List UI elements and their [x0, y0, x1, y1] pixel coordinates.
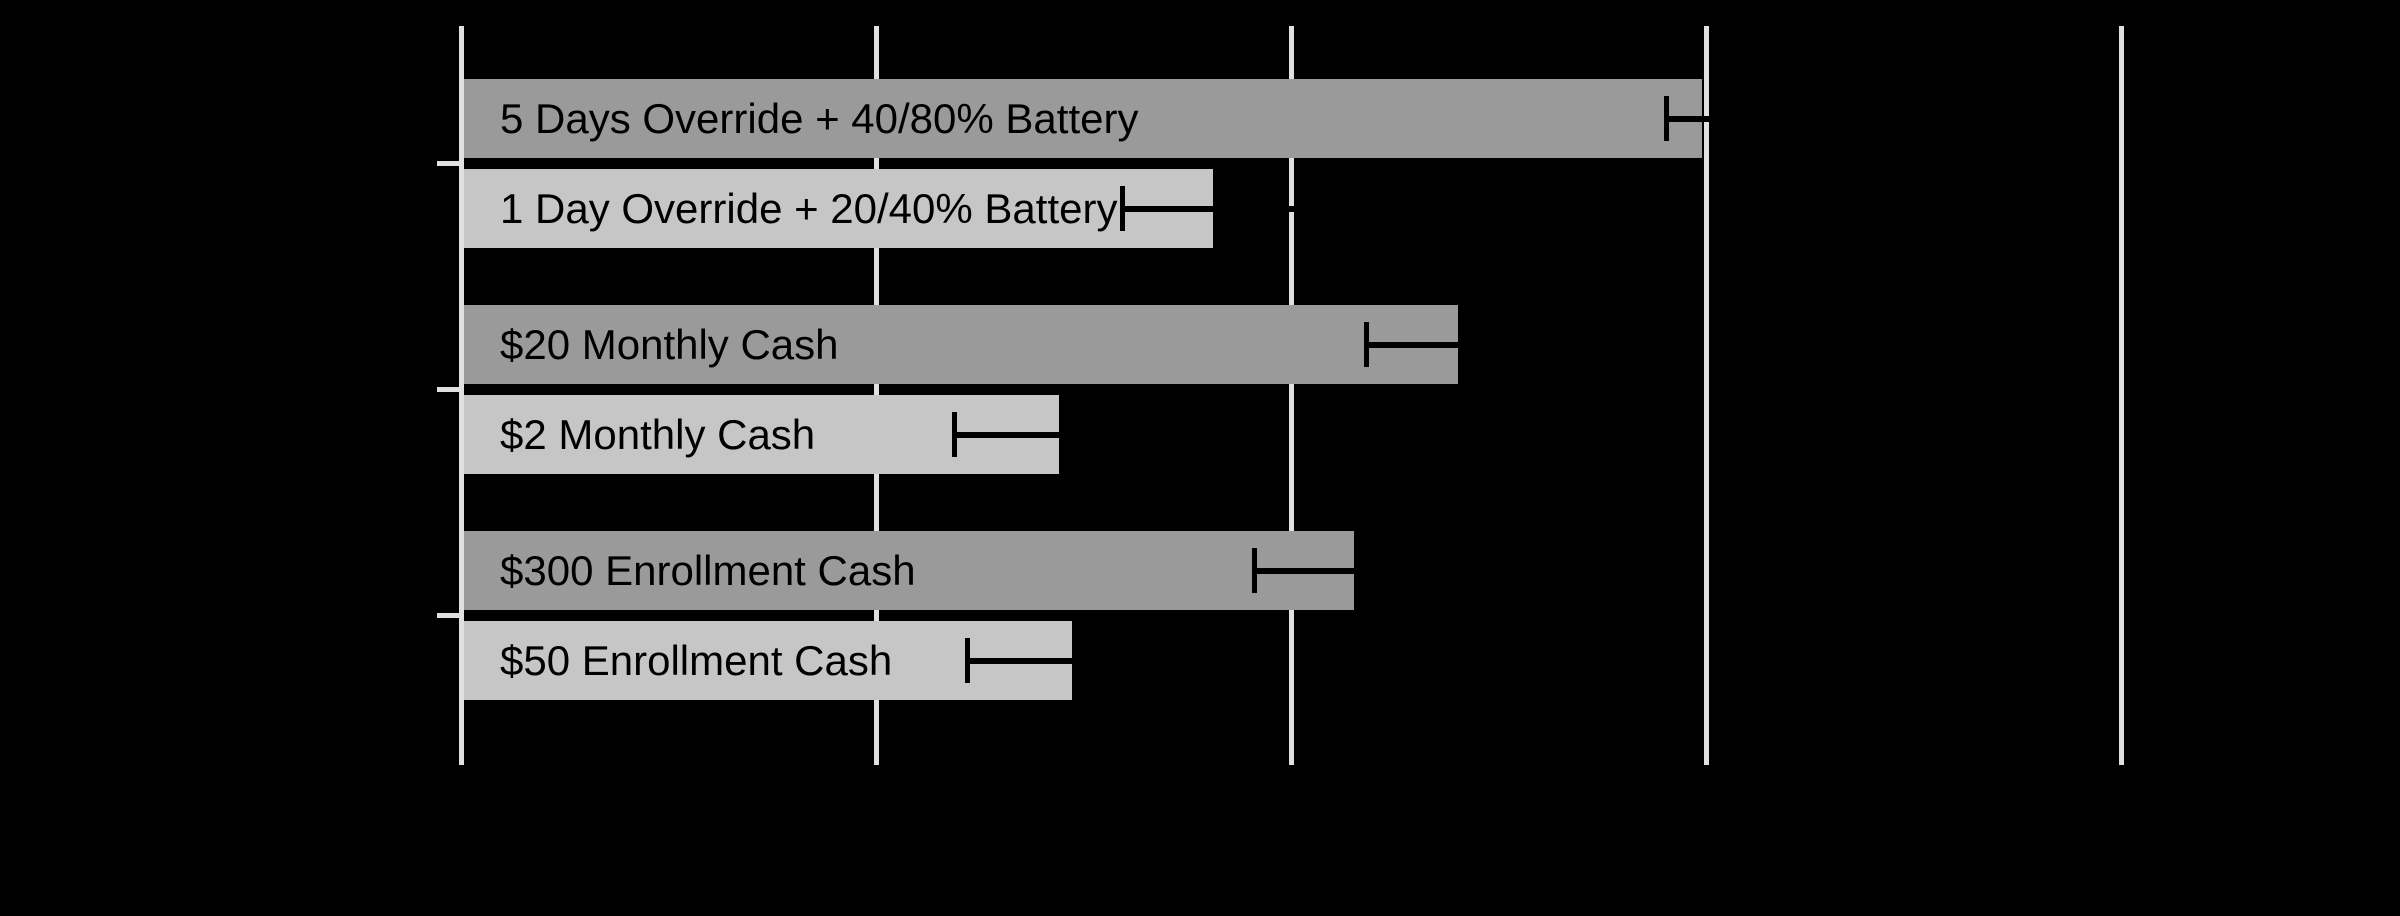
error-bar-cap-right	[1172, 638, 1178, 683]
error-bar-cap-left	[1663, 96, 1669, 141]
x-gridline	[1289, 26, 1294, 742]
error-bar-cap-left	[1252, 548, 1258, 593]
error-bar-cap-left	[965, 638, 971, 683]
x-axis-tick	[1704, 742, 1709, 765]
error-bar-cap-right	[1735, 96, 1741, 141]
x-gridline	[2119, 26, 2124, 742]
bar-label: $2 Monthly Cash	[500, 410, 816, 458]
x-axis-tick	[2119, 742, 2124, 765]
bar: $300 Enrollment Cash	[464, 531, 1354, 610]
bar: $20 Monthly Cash	[464, 305, 1458, 384]
error-bar-line	[1666, 115, 1739, 122]
y-axis-tick	[437, 161, 459, 166]
x-axis-tick	[874, 742, 879, 765]
y-axis-tick	[437, 387, 459, 392]
error-bar-cap-right	[1161, 412, 1167, 457]
bar-label: $300 Enrollment Cash	[500, 546, 916, 594]
error-bar-cap-left	[951, 412, 957, 457]
error-bar-cap-right	[1545, 322, 1551, 367]
bar: 1 Day Override + 20/40% Battery	[464, 169, 1213, 248]
y-axis-spine	[459, 26, 464, 742]
x-axis-tick	[1289, 742, 1294, 765]
bar-label: 5 Days Override + 40/80% Battery	[500, 94, 1139, 142]
error-bar-cap-left	[1120, 186, 1126, 231]
error-bar-cap-left	[1364, 322, 1370, 367]
bar-label: $50 Enrollment Cash	[500, 636, 893, 684]
error-bar-line	[1366, 341, 1549, 348]
x-gridline	[1704, 26, 1709, 742]
error-bar-line	[954, 431, 1165, 438]
error-bar-line	[1254, 567, 1453, 574]
error-bar-line	[1122, 205, 1303, 212]
bar: $2 Monthly Cash	[464, 395, 1060, 474]
x-gridline	[874, 26, 879, 742]
x-axis-tick	[459, 742, 464, 765]
y-axis-tick	[437, 613, 459, 618]
error-bar-cap-right	[1300, 186, 1306, 231]
bar-label: $20 Monthly Cash	[500, 320, 839, 368]
bar: $50 Enrollment Cash	[464, 621, 1072, 700]
bar-label: 1 Day Override + 20/40% Battery	[500, 184, 1118, 232]
error-bar-cap-right	[1450, 548, 1456, 593]
bar: 5 Days Override + 40/80% Battery	[464, 79, 1703, 158]
error-bar-line	[967, 657, 1176, 664]
